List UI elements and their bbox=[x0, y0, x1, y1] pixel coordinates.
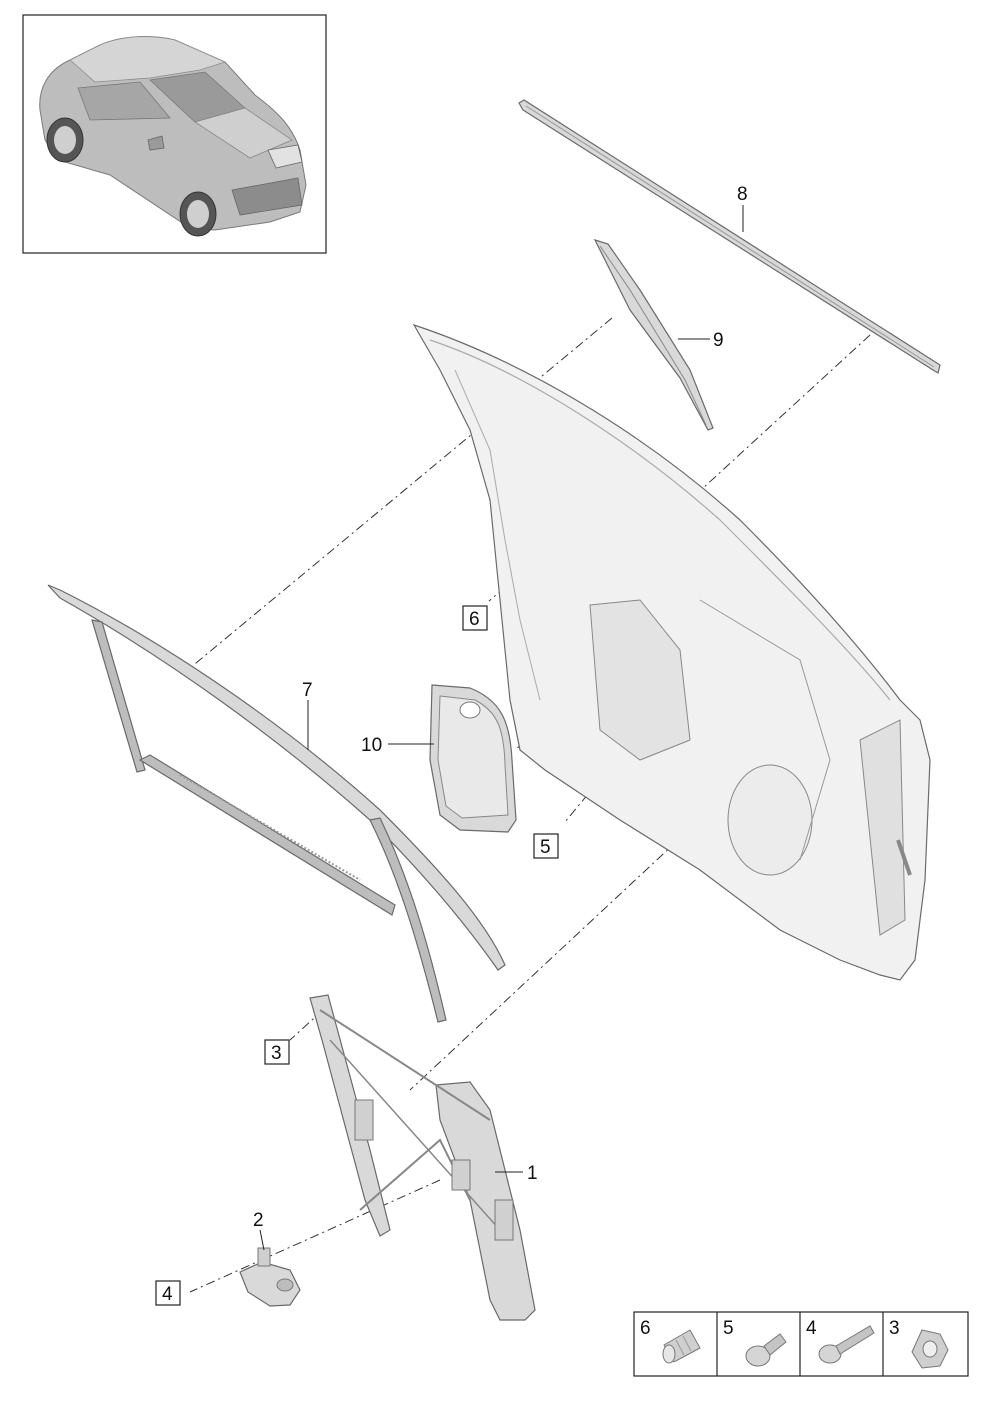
part-1-window-regulator bbox=[309, 994, 536, 1321]
callouts: 8 9 6 7 10 5 3 1 2 4 bbox=[155, 184, 748, 1306]
callout-8: 8 bbox=[737, 184, 748, 205]
callout-4: 4 bbox=[162, 1284, 173, 1305]
callout-5: 5 bbox=[540, 837, 551, 858]
callout-box-6 bbox=[462, 605, 488, 631]
callout-box-4 bbox=[155, 1280, 181, 1306]
door-shell bbox=[412, 323, 931, 981]
fastener-legend-table: 6 5 4 3 bbox=[633, 1311, 969, 1377]
callout-9: 9 bbox=[713, 330, 724, 351]
part-7-window-frame bbox=[47, 584, 506, 1023]
callout-box-5 bbox=[533, 833, 559, 859]
legend-cell-3: 3 bbox=[889, 1318, 949, 1369]
callout-7: 7 bbox=[302, 680, 313, 701]
part-10-cover-panel bbox=[429, 684, 517, 833]
part-9-guide-channel bbox=[593, 239, 714, 431]
legend-label-3: 3 bbox=[889, 1318, 900, 1339]
callout-6: 6 bbox=[469, 609, 480, 630]
legend-label-4: 4 bbox=[806, 1318, 817, 1339]
threaded-sleeve-icon bbox=[662, 1329, 701, 1364]
part-2-regulator-motor bbox=[239, 1247, 301, 1307]
suv-icon bbox=[39, 36, 307, 237]
callout-box-3 bbox=[264, 1039, 290, 1065]
legend-label-5: 5 bbox=[723, 1318, 734, 1339]
vehicle-thumbnail bbox=[22, 14, 327, 254]
callout-1: 1 bbox=[527, 1163, 538, 1184]
legend-cell-5: 5 bbox=[723, 1318, 787, 1367]
callout-2: 2 bbox=[253, 1210, 264, 1231]
legend-cell-6: 6 bbox=[640, 1318, 701, 1364]
legend-label-6: 6 bbox=[640, 1318, 651, 1339]
part-8-window-seal bbox=[518, 99, 941, 374]
shoulder-screw-icon bbox=[745, 1333, 787, 1367]
callout-3: 3 bbox=[271, 1043, 282, 1064]
legend-cell-4: 4 bbox=[806, 1318, 875, 1364]
hex-nut-icon bbox=[911, 1329, 949, 1369]
bolt-icon bbox=[818, 1325, 875, 1364]
callout-10: 10 bbox=[361, 735, 382, 756]
